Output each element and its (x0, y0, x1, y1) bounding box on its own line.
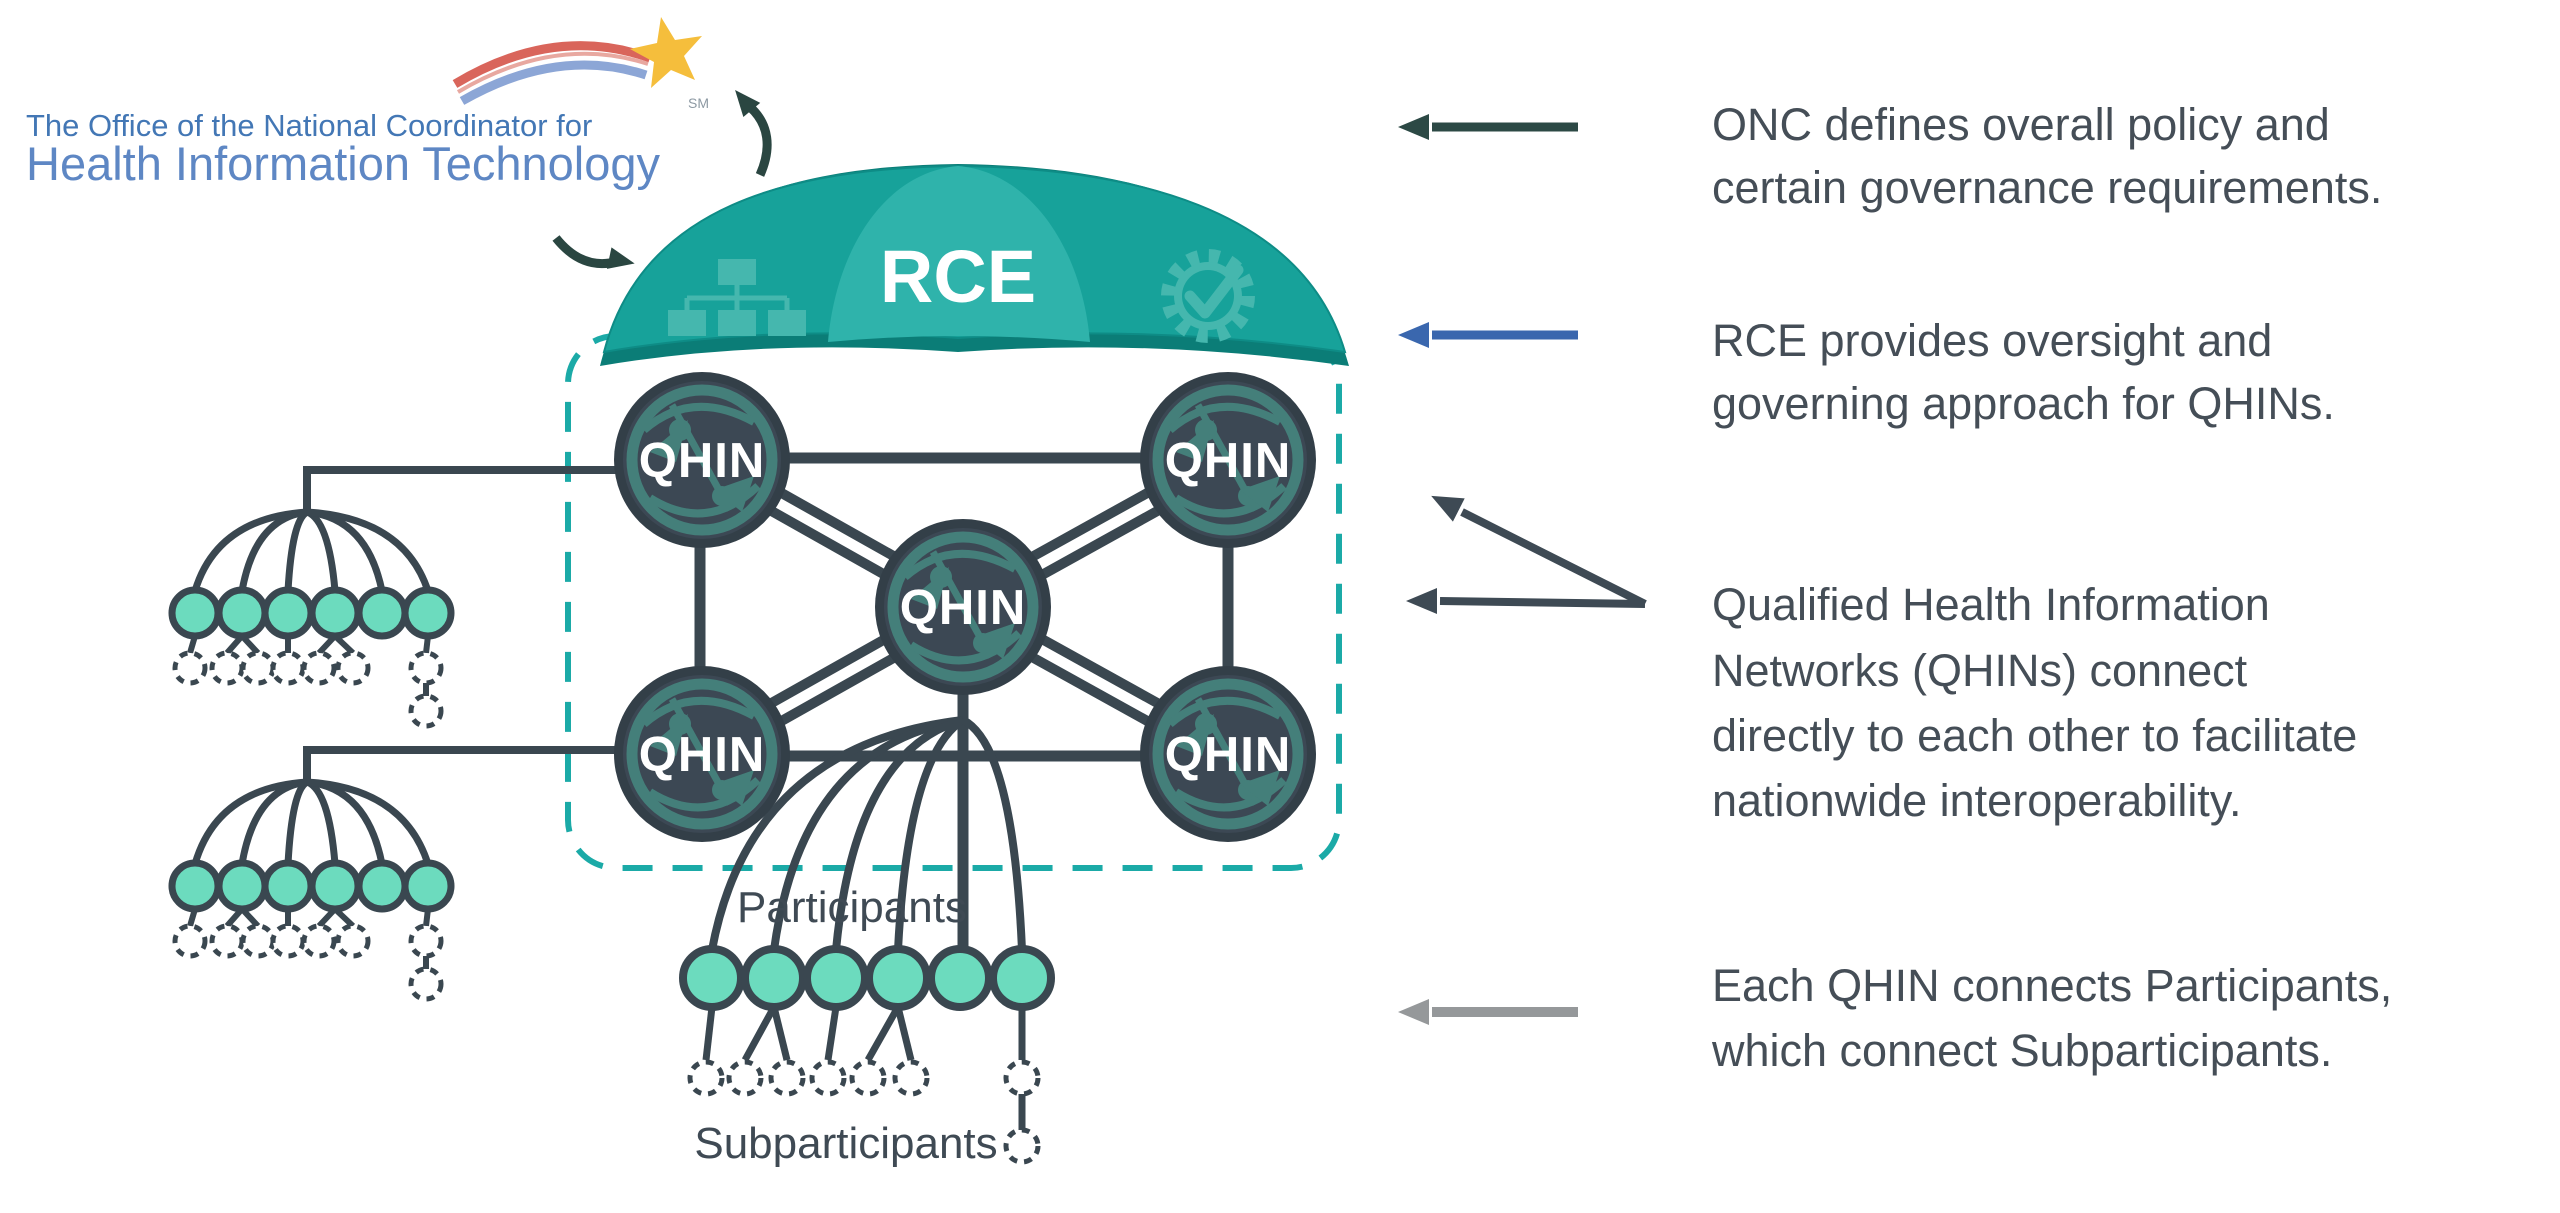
participant-node (869, 949, 927, 1007)
qhin-label: QHIN (900, 581, 1027, 635)
participant-node (359, 863, 405, 909)
subparticipant-node (273, 653, 303, 683)
annotation-onc: ONC defines overall policy and certain g… (1398, 99, 2382, 213)
qhin-label: QHIN (639, 434, 766, 488)
participant-node (931, 949, 989, 1007)
qhin-label: QHIN (1165, 728, 1292, 782)
annotation-text-line: Networks (QHINs) connect (1712, 645, 2248, 696)
participant-node (359, 590, 405, 636)
annotation-text-line: Qualified Health Information (1712, 579, 2270, 630)
qhin-nodes: QHIN QHIN QHIN QHIN QHIN (614, 372, 1316, 842)
participant-node (405, 590, 451, 636)
annotation-arrowhead (1406, 588, 1437, 614)
curved-arrow-up-icon (735, 89, 772, 177)
annotation-qhin: Qualified Health Information Networks (Q… (1406, 495, 2357, 826)
qhin-label: QHIN (639, 728, 766, 782)
annotation-rce: RCE provides oversight and governing app… (1398, 315, 2335, 429)
subparticipant-node (338, 653, 368, 683)
participants-label: Participants (737, 883, 967, 932)
subparticipant-node (212, 653, 242, 683)
subparticipant-node (411, 653, 441, 683)
subparticipants-label: Subparticipants (694, 1119, 997, 1168)
annotation-text-line: ONC defines overall policy and (1712, 99, 2330, 150)
subparticipant-node (771, 1062, 803, 1094)
onc-logo: SM The Office of the National Coordinato… (26, 17, 709, 190)
subparticipant-node (1006, 1130, 1038, 1162)
curved-arrow-down-icon (552, 235, 635, 269)
subparticipant-node (411, 926, 441, 956)
annotation-arrow (1439, 597, 1646, 608)
annotation-text-line: nationwide interoperability. (1712, 775, 2241, 826)
onc-logo-text-line1: The Office of the National Coordinator f… (26, 108, 592, 143)
participant-node (265, 590, 311, 636)
logo-swoosh (452, 41, 652, 105)
subparticipant-node (895, 1062, 927, 1094)
subparticipant-node (852, 1062, 884, 1094)
participant-tree-bottom: Participants Subparticipants (683, 716, 1051, 1168)
annotation-text-line: governing approach for QHINs. (1712, 378, 2335, 429)
subparticipant-node (304, 926, 334, 956)
annotation-text-line: RCE provides oversight and (1712, 315, 2272, 366)
onc-logo-text-line2: Health Information Technology (26, 137, 661, 190)
logo-trademark: SM (688, 95, 709, 111)
annotation-text-line: Each QHIN connects Participants, (1712, 960, 2392, 1011)
annotation-participants: Each QHIN connects Participants, which c… (1398, 960, 2392, 1076)
gear-check-icon (1161, 249, 1255, 343)
org-chart-icon (668, 259, 806, 336)
qhin-node-bottom-left: QHIN (614, 666, 790, 842)
participant-node (172, 863, 218, 909)
qhin-label: QHIN (1165, 434, 1292, 488)
participant-node (745, 949, 803, 1007)
rce-umbrella: RCE (600, 164, 1349, 366)
subparticipant-node (690, 1062, 722, 1094)
qhin-node-bottom-right: QHIN (1140, 666, 1316, 842)
annotation-text-line: which connect Subparticipants. (1711, 1025, 2332, 1076)
annotation-arrowhead (1398, 114, 1429, 140)
participant-node (312, 590, 358, 636)
participant-node (265, 863, 311, 909)
participant-node (993, 949, 1051, 1007)
subparticipant-node (812, 1062, 844, 1094)
participant-node (312, 863, 358, 909)
subparticipant-node (243, 653, 273, 683)
qhin-node-top-left: QHIN (614, 372, 790, 548)
subparticipant-node (212, 926, 242, 956)
subparticipant-node (338, 926, 368, 956)
annotation-arrow (1460, 508, 1647, 608)
annotation-text-line: directly to each other to facilitate (1712, 710, 2357, 761)
annotation-arrowhead (1431, 495, 1465, 522)
onc-rce-exchange-arrows (552, 89, 772, 269)
subparticipant-node (729, 1062, 761, 1094)
annotation-arrowhead (1398, 322, 1429, 348)
qhin-node-top-right: QHIN (1140, 372, 1316, 548)
annotation-arrowhead (1398, 999, 1429, 1025)
qhin-node-center: QHIN (875, 519, 1051, 695)
participant-node (807, 949, 865, 1007)
participant-tree-lower-left (172, 746, 616, 999)
participant-node (219, 590, 265, 636)
subparticipant-node (273, 926, 303, 956)
rce-label: RCE (880, 235, 1036, 318)
qhin-network-boundary (565, 333, 1342, 871)
subparticipant-node (411, 696, 441, 726)
subparticipant-node (243, 926, 273, 956)
participant-tree-upper-left (172, 466, 616, 726)
participant-node (172, 590, 218, 636)
annotation-text-line: certain governance requirements. (1712, 162, 2382, 213)
subparticipant-node (175, 926, 205, 956)
participant-node (683, 949, 741, 1007)
subparticipant-node (1006, 1062, 1038, 1094)
subparticipant-node (304, 653, 334, 683)
subparticipant-node (175, 653, 205, 683)
subparticipant-node (411, 969, 441, 999)
participant-node (219, 863, 265, 909)
participant-node (405, 863, 451, 909)
star-icon (630, 17, 702, 88)
